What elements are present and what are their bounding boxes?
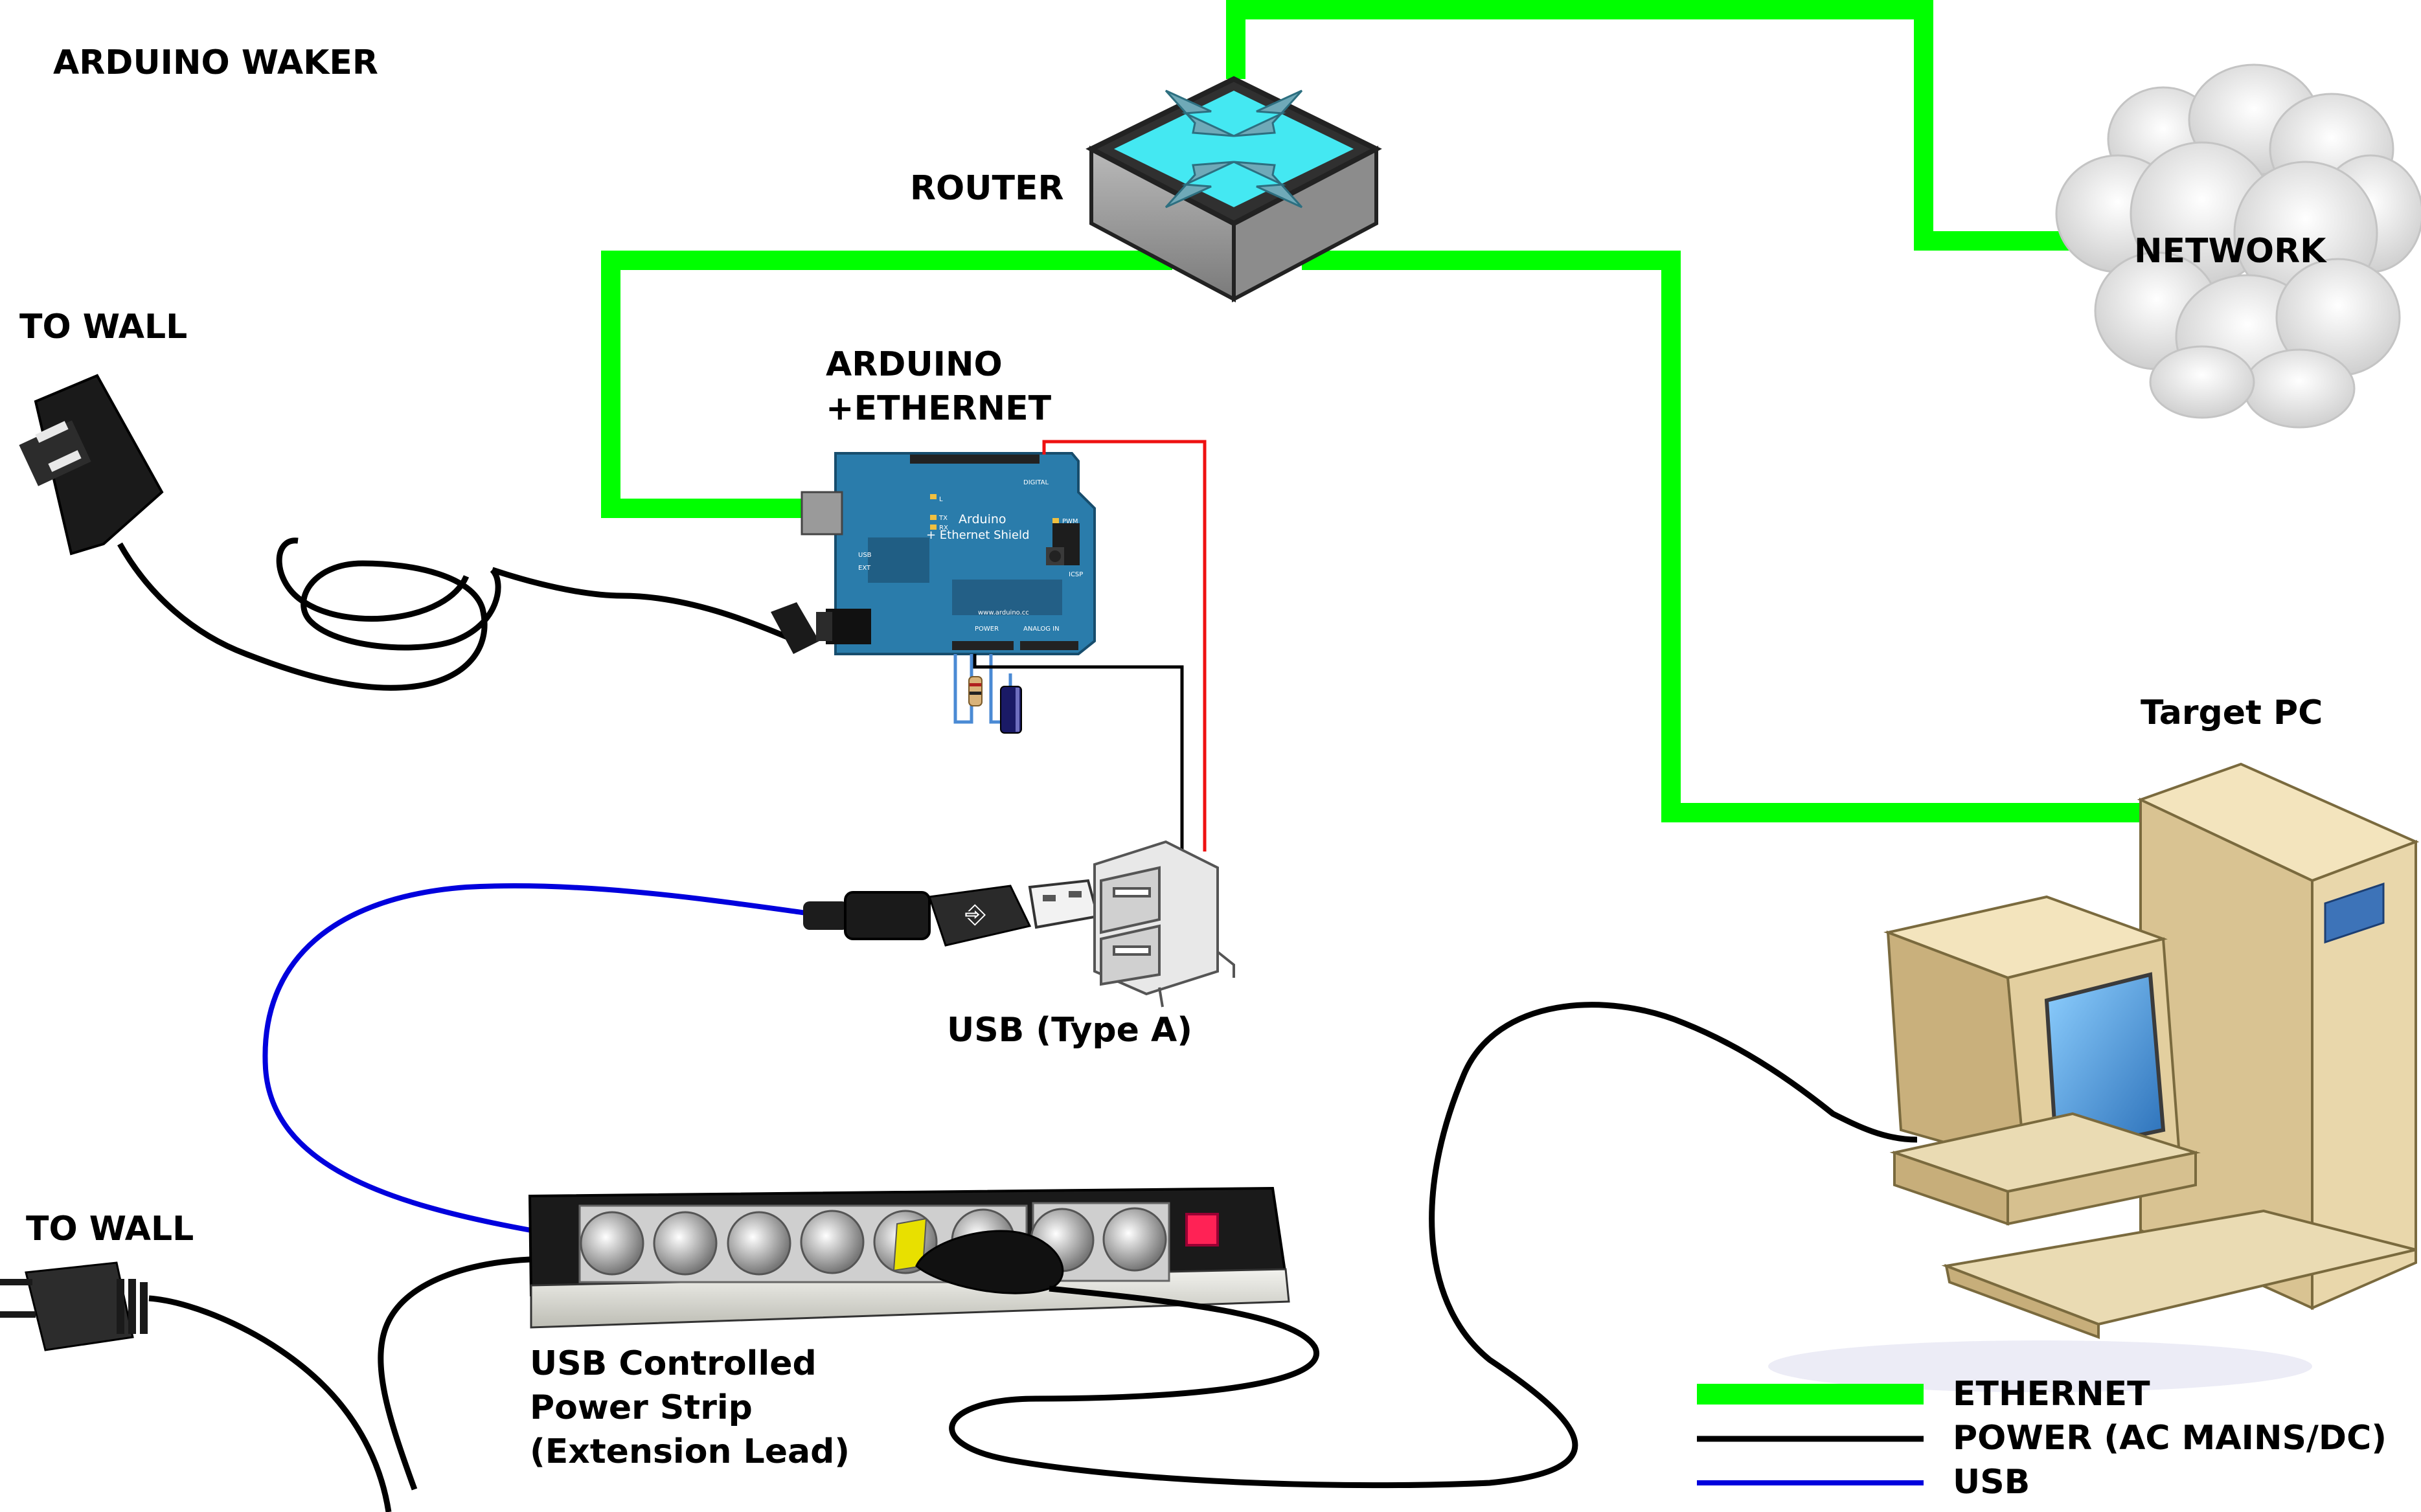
to-wall-top-label: TO WALL <box>19 308 188 346</box>
power-strip-label-line2: Power Strip <box>530 1388 753 1427</box>
strip-to-wall-cable <box>148 1256 530 1512</box>
adapter-to-arduino-power-cable <box>117 542 798 691</box>
board-url-text: www.arduino.cc <box>978 609 1029 616</box>
board-power-text: POWER <box>975 626 999 633</box>
red-signal-wire <box>1042 440 1207 852</box>
pc-shadow <box>1768 1340 2312 1392</box>
legend <box>1697 1384 1924 1485</box>
board-name-text: Arduino <box>959 512 1006 526</box>
board-tx-text: TX <box>938 515 948 522</box>
board-shield-text: + Ethernet Shield <box>926 528 1029 542</box>
board-pwm-text: PWM <box>1062 518 1078 525</box>
board-rx-text: RX <box>939 525 948 532</box>
resistor-and-capacitor <box>953 654 1022 734</box>
ethernet-cables <box>601 0 2144 822</box>
usb-cable <box>262 883 807 1233</box>
arduino-board-icon: Arduino + Ethernet Shield DIGITAL ANALOG… <box>801 452 1096 734</box>
usb-socket-icon <box>1093 840 1235 1008</box>
legend-ethernet-label: ETHERNET <box>1953 1375 2150 1414</box>
pc-power-cable <box>949 1002 1918 1489</box>
diagram-title: ARDUINO WAKER <box>53 43 378 82</box>
board-usb-text: USB <box>858 552 872 559</box>
board-analog-text: ANALOG IN <box>1023 626 1060 633</box>
wall-adapter-icon <box>19 374 164 556</box>
network-label: NETWORK <box>2134 232 2326 271</box>
arduino-label-line2: +ETHERNET <box>826 389 1052 428</box>
arduino-label-line1: ARDUINO <box>826 345 1003 384</box>
power-strip-icon <box>528 1186 1290 1329</box>
router-label: ROUTER <box>910 169 1064 208</box>
mains-plug-icon <box>0 1261 148 1351</box>
target-pc-label: Target PC <box>2141 694 2323 732</box>
board-icsp-text: ICSP <box>1069 571 1083 578</box>
legend-usb-label: USB <box>1953 1463 2030 1502</box>
cloud-icon <box>2055 63 2421 429</box>
legend-power-label: POWER (AC MAINS/DC) <box>1953 1419 2387 1458</box>
board-l-text: L <box>939 496 943 503</box>
power-strip-label-line3: (Extension Lead) <box>530 1432 850 1471</box>
desktop-pc-icon <box>1883 762 2420 1339</box>
router-icon <box>1085 76 1382 302</box>
board-ext-text: EXT <box>858 565 871 572</box>
ethernet-router-to-network <box>1226 0 2073 251</box>
ethernet-router-to-arduino <box>601 251 1172 518</box>
power-strip-label-line1: USB Controlled <box>530 1344 817 1383</box>
black-reset-wire <box>973 654 1184 852</box>
to-wall-bottom-label: TO WALL <box>26 1210 194 1248</box>
board-digital-text: DIGITAL <box>1023 479 1049 486</box>
usb-plug-icon: ⎆ <box>803 879 1100 947</box>
dc-barrel-plug <box>771 602 832 654</box>
usb-trident-icon: ⎆ <box>965 899 986 929</box>
pc-plug-in-strip <box>892 1217 1064 1294</box>
ethernet-router-to-pc <box>1302 251 2144 822</box>
usb-type-a-label: USB (Type A) <box>947 1011 1192 1050</box>
